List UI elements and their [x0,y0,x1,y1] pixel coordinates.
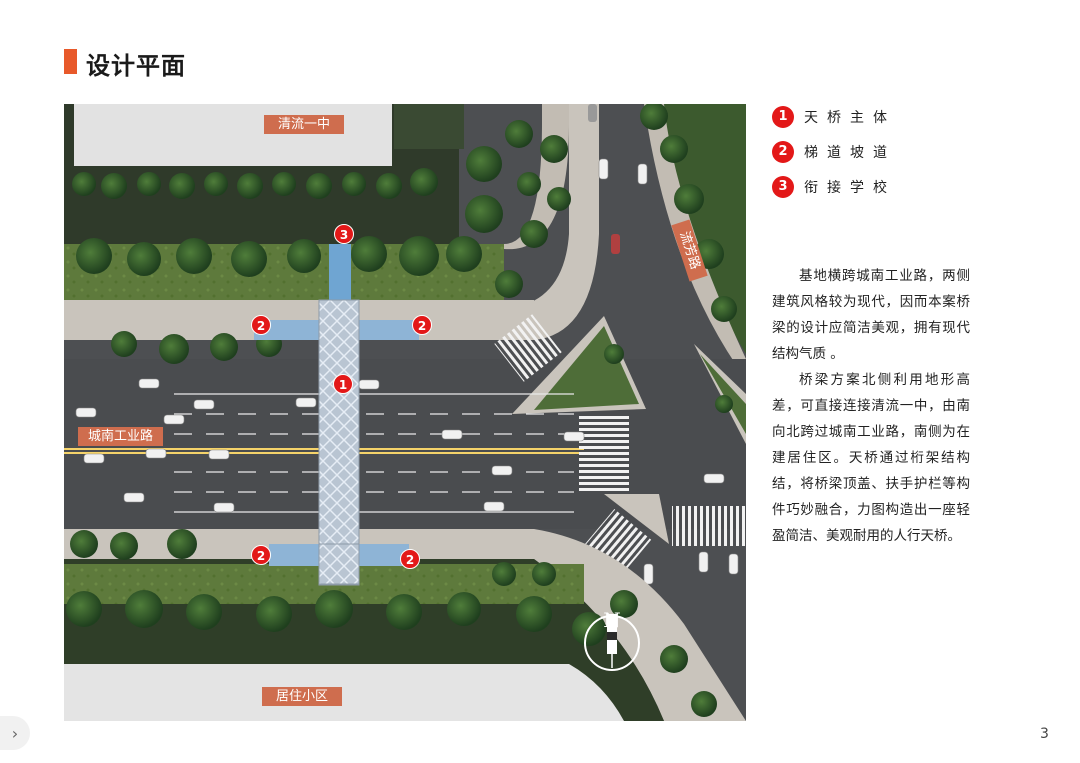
marker-1-bridge-body: 1 [333,374,353,394]
next-page-button[interactable]: › [0,716,30,750]
marker-3-school-link: 3 [334,224,354,244]
legend-item-ramp: 2 梯道坡道 [772,141,896,163]
marker-2-south-east-ramp: 2 [400,549,420,569]
page-title: 设计平面 [86,52,186,80]
school-building [74,104,392,166]
bridge-main-span [318,299,360,586]
design-description: 基地横跨城南工业路，两侧建筑风格较为现代，因而本案桥梁的设计应简洁美观，拥有现代… [772,263,970,549]
legend-text-1: 天桥主体 [804,110,896,126]
site-plan-drawing [64,104,746,721]
north-compass-icon: N [583,608,641,672]
legend-item-bridge-body: 1 天桥主体 [772,106,896,128]
marker-2-south-west-ramp: 2 [251,545,271,565]
legend-number-1: 1 [772,106,794,128]
legend-text-3: 衔接学校 [804,180,896,196]
marker-2-north-east-ramp: 2 [412,315,432,335]
legend-number-2: 2 [772,141,794,163]
chevron-right-icon: › [11,723,19,743]
legend-text-2: 梯道坡道 [804,145,896,161]
description-paragraph-2: 桥梁方案北侧利用地形高差，可直接连接清流一中，由南向北跨过城南工业路，南侧为在建… [772,372,970,544]
label-residential: 居住小区 [262,687,343,706]
legend-number-3: 3 [772,176,794,198]
marker-2-north-west-ramp: 2 [251,315,271,335]
label-qingliu-school: 清流一中 [264,115,345,134]
label-chengnan-road: 城南工业路 [78,427,164,446]
legend-item-school-link: 3 衔接学校 [772,176,896,198]
title-accent-bar [64,49,77,74]
page-number: 3 [1040,726,1049,742]
site-plan: 清流一中 城南工业路 流芳路 居住小区 3 2 2 1 2 2 N [64,104,746,721]
legend: 1 天桥主体 2 梯道坡道 3 衔接学校 [772,106,896,211]
description-paragraph-1: 基地横跨城南工业路，两侧建筑风格较为现代，因而本案桥梁的设计应简洁美观，拥有现代… [772,268,970,362]
